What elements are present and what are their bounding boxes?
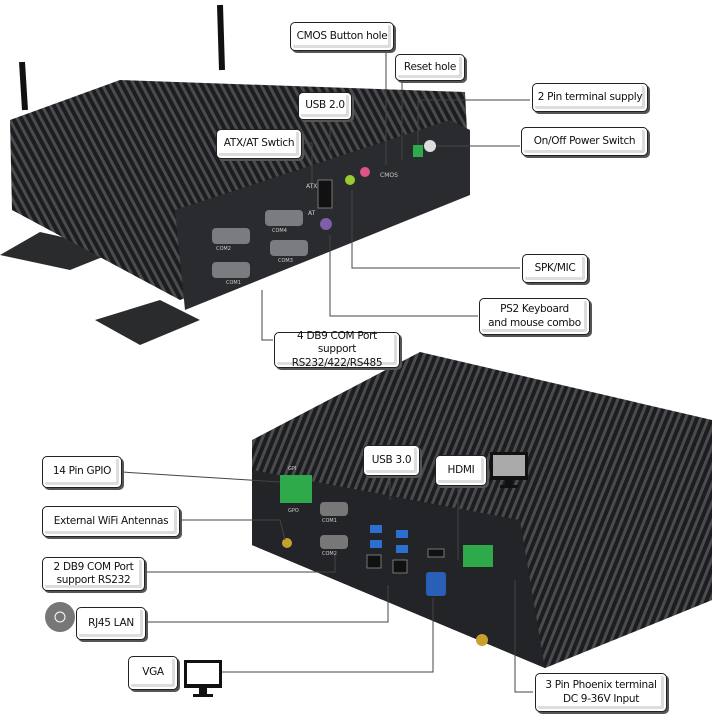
callout-text: CMOS Button hole [296,29,388,42]
top-mini-pc [0,4,470,345]
monitor-icon [490,452,528,488]
callout-text: HDMI [447,463,475,476]
callout-text: USB 2.0 [305,99,345,112]
callout-power-switch: On/Off Power Switch [521,127,648,156]
callout-text: On/Off Power Switch [533,134,636,147]
callout-text: ATX/AT Swtich [223,137,295,150]
mounting-bracket [95,300,200,345]
monitor-icon [184,660,222,697]
callout-text: and mouse combo [488,316,581,329]
callout-gpio: 14 Pin GPIO [42,456,122,488]
panel-label-com2: COM2 [322,551,337,557]
callout-text: 2 DB9 COM Port [53,560,134,573]
callout-text: PS2 Keyboard [500,303,569,316]
antenna-icon [217,4,225,71]
callout-cmos-button: CMOS Button hole [290,22,394,51]
panel-label-gpi: GPI [288,466,297,472]
callout-vga: VGA [128,656,178,690]
callout-text: Reset hole [403,60,457,73]
panel-label-com2: COM2 [216,246,231,252]
panel-label-com4: COM4 [272,228,287,234]
network-icon [45,602,75,632]
panel-label-com1: COM1 [322,518,337,524]
panel-label-com1: COM1 [226,280,241,286]
panel-label-atx: ATX [306,183,318,190]
callout-text: SPK/MIC [534,261,576,274]
callout-leaders [121,50,533,693]
callout-spk-mic: SPK/MIC [522,254,588,283]
panel-label-at: AT [308,210,316,217]
callout-text: DC 9-36V Input [562,692,640,705]
callout-text: 3 Pin Phoenix terminal [545,679,657,692]
callout-usb3: USB 3.0 [363,445,420,476]
callout-hdmi: HDMI [435,455,487,486]
callout-wifi: External WiFi Antennas [42,506,180,537]
callout-2pin-terminal: 2 Pin terminal supply [532,83,648,112]
callout-rj45: RJ45 LAN [76,607,146,640]
callout-usb2: USB 2.0 [298,92,352,120]
callout-text: 14 Pin GPIO [52,465,112,478]
callout-text: VGA [142,666,164,679]
callout-text: 2 Pin terminal supply [537,90,643,103]
antenna-icon [19,61,28,111]
callout-text: support RS232/422/RS485 [291,343,383,369]
gpio-terminal [280,475,312,503]
callout-text: 4 DB9 COM Port [297,330,377,343]
callout-text: External WiFi Antennas [53,514,169,527]
mounting-bracket [0,232,120,270]
panel-label-gpo: GPO [288,508,299,514]
callout-atx-at: ATX/AT Swtich [216,129,302,159]
bottom-mini-pc [252,352,712,668]
callout-text: support RS232 [56,574,131,586]
panel-label-cmos: CMOS [380,172,398,179]
callout-reset: Reset hole [395,54,465,81]
callout-text: USB 3.0 [371,453,412,466]
panel-label-com3: COM3 [278,258,293,264]
callout-text: RJ45 LAN [88,616,134,629]
